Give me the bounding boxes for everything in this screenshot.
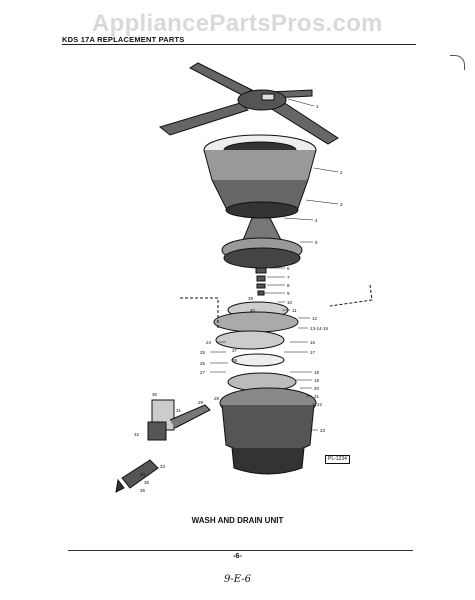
callout-25: 25: [200, 350, 206, 355]
callout-24: 24: [206, 340, 212, 345]
callout-4: 4: [315, 218, 318, 223]
figure-code: PL-1234: [325, 455, 350, 464]
callout-30: 30: [152, 392, 158, 397]
spray-arm: [158, 62, 339, 145]
drain-hose: [115, 459, 159, 493]
callout-8: 8: [287, 283, 290, 288]
callout-34: 34: [140, 472, 146, 477]
callout-19: 19: [314, 378, 320, 383]
callout-37: 37: [232, 348, 238, 353]
handwritten-note: 9-E-6: [224, 574, 251, 585]
callout-32: 32: [134, 432, 140, 437]
page-header: KDS 17A REPLACEMENT PARTS: [62, 35, 185, 44]
motor-housing: [219, 387, 317, 475]
callout-31: 31: [176, 408, 182, 413]
header-rule: [62, 44, 416, 45]
callout-35: 35: [144, 480, 150, 485]
callout-1: 1: [316, 104, 319, 109]
callout-17: 17: [310, 350, 316, 355]
callout-26: 26: [200, 361, 206, 366]
page-corner-mark: [450, 55, 465, 70]
callout-12: 12: [312, 316, 318, 321]
pump-cone: [221, 217, 303, 269]
hub-assembly: [203, 134, 317, 219]
callout-39: 39: [248, 296, 254, 301]
callout-22: 22: [317, 402, 323, 407]
watermark: AppliancePartsPros.com: [92, 10, 383, 37]
callout-20: 20: [314, 386, 320, 391]
callout-40: 40: [250, 308, 256, 313]
timer-bracket: [147, 399, 211, 441]
callout-13-14-15: 13-14-15: [310, 326, 329, 331]
callout-33: 33: [160, 464, 166, 469]
callout-29: 29: [198, 400, 204, 405]
shaft-stack: [255, 267, 267, 296]
callout-36: 36: [140, 488, 146, 493]
callout-2: 2: [340, 170, 343, 175]
footer-rule: [68, 550, 413, 551]
callout-5: 5: [315, 240, 318, 245]
callout-16: 16: [310, 340, 316, 345]
callout-21: 21: [314, 394, 320, 399]
callout-3: 3: [340, 202, 343, 207]
callout-11: 11: [292, 308, 297, 313]
callout-23: 23: [320, 428, 326, 433]
callout-6: 6: [287, 266, 290, 271]
impeller-plates: [213, 301, 299, 367]
figure-caption: WASH AND DRAIN UNIT: [191, 516, 284, 525]
callout-7: 7: [287, 275, 290, 280]
callout-10: 10: [287, 300, 293, 305]
callout-28: 28: [214, 396, 220, 401]
callout-38: 38: [232, 358, 238, 363]
callout-18: 18: [314, 370, 320, 375]
callout-9: 9: [287, 291, 290, 296]
page-number: -6-: [233, 553, 242, 560]
callout-27: 27: [200, 370, 206, 375]
callout-labels: 1 2 3 4 5 6 7 8 9 10 11 12 13-14-15 16 1…: [134, 104, 343, 493]
